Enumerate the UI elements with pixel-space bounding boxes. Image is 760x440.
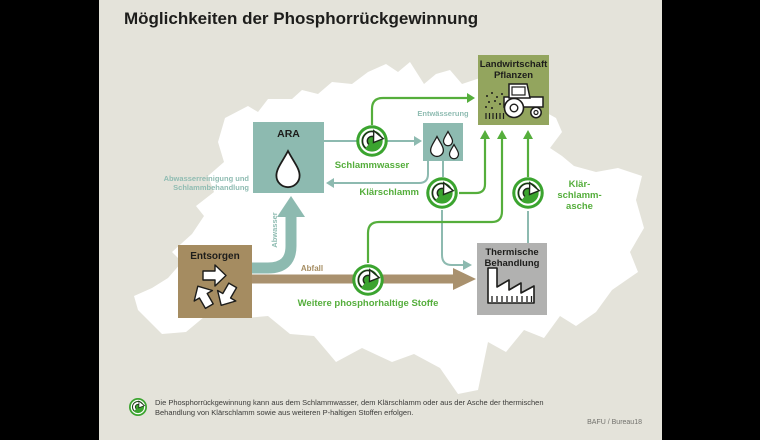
ara-label: ARA xyxy=(277,128,300,140)
content-background xyxy=(99,0,662,440)
abwasser-label: Abwasser xyxy=(270,212,279,248)
abwasserreinigung-label: Abwasserreinigung und Schlammbehandlung xyxy=(163,174,249,192)
weitere-stoffe-label: Weitere phosphorhaltige Stoffe xyxy=(297,298,439,309)
landwirtschaft-box: Landwirtschaft Pflanzen xyxy=(478,55,549,125)
abfall-label: Abfall xyxy=(300,264,324,273)
entwaesserung-label: Entwässerung xyxy=(417,109,469,118)
klaerschlammasche-label: Klär- schlamm- asche xyxy=(557,179,602,212)
klaerschlamm-label: Klärschlamm xyxy=(359,187,419,198)
entsorgen-box: Entsorgen xyxy=(178,245,252,318)
schlammwasser-label: Schlammwasser xyxy=(334,160,410,171)
page-title: Möglichkeiten der Phosphorrückgewinnung xyxy=(124,9,479,28)
entsorgen-label: Entsorgen xyxy=(190,251,240,262)
credit: BAFU / Bureau18 xyxy=(587,419,642,426)
ara-box: ARA xyxy=(253,122,324,193)
landwirtschaft-label: Landwirtschaft Pflanzen xyxy=(479,59,548,81)
footer-note: Die Phosphorrückgewinnung kann aus dem S… xyxy=(155,398,544,417)
thermische-box: Thermische Behandlung xyxy=(477,243,547,315)
entwaesserung-box xyxy=(423,123,463,161)
thermische-label: Thermische Behandlung xyxy=(484,247,540,269)
